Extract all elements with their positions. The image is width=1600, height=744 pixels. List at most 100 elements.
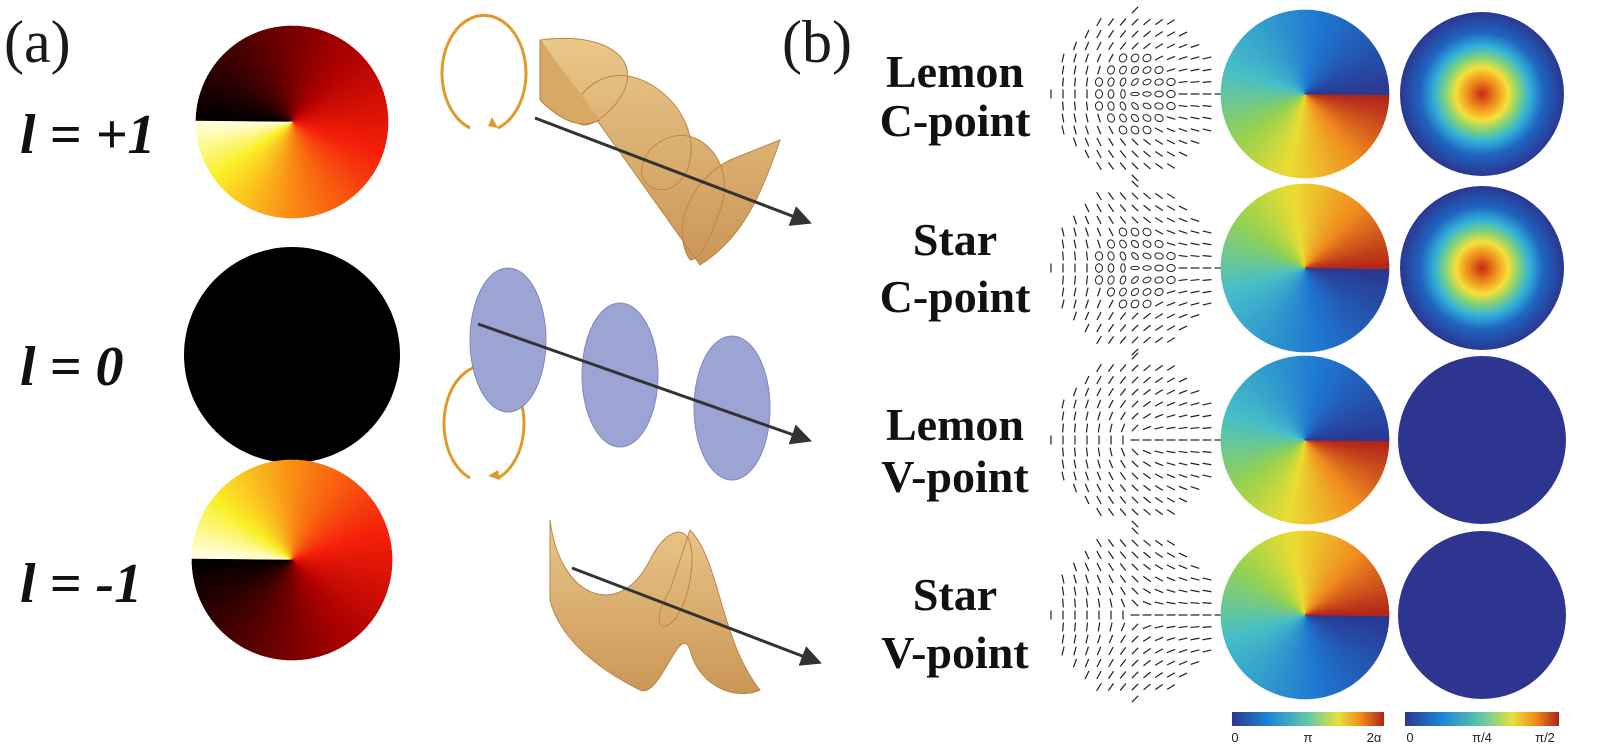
polarization-glyph xyxy=(1073,459,1077,469)
polarization-glyph xyxy=(1108,471,1114,481)
polarization-glyph xyxy=(1085,227,1089,237)
polarization-glyph xyxy=(1166,127,1176,133)
polarization-glyph xyxy=(1143,376,1151,384)
polarization-glyph xyxy=(1142,125,1152,135)
polarization-glyph xyxy=(1143,312,1151,320)
polarization-glyph xyxy=(1073,113,1077,123)
polarization-glyph xyxy=(1131,192,1139,200)
polarization-glyph xyxy=(1178,242,1188,246)
polarization-glyph xyxy=(1190,116,1200,120)
polarization-glyph xyxy=(1202,105,1212,107)
polarization-glyph xyxy=(1166,264,1176,272)
polarization-glyph xyxy=(1131,623,1139,631)
polarization-glyph xyxy=(1131,252,1139,260)
polarization-glyph xyxy=(1131,204,1139,212)
polarization-field-row-3 xyxy=(1050,352,1224,528)
polarization-glyph xyxy=(1097,598,1101,608)
polarization-glyph xyxy=(1178,577,1188,581)
polarization-glyph xyxy=(1072,137,1078,147)
polarization-glyph xyxy=(1096,125,1102,135)
polarization-glyph xyxy=(1166,625,1176,629)
polarization-glyph xyxy=(1073,275,1077,285)
polarization-glyph xyxy=(1178,302,1188,306)
polarization-glyph xyxy=(1131,551,1139,559)
polarization-glyph xyxy=(1120,586,1126,596)
polarization-glyph xyxy=(1085,423,1089,433)
phase-disks-column xyxy=(1220,9,1390,700)
polarization-glyph xyxy=(1119,496,1127,504)
polarization-glyph xyxy=(1120,89,1126,99)
polarization-glyph xyxy=(1109,447,1113,457)
polarization-glyph xyxy=(1085,125,1089,135)
polarization-glyph xyxy=(1142,461,1152,467)
polarization-glyph xyxy=(1166,337,1176,343)
polarization-glyph xyxy=(1166,564,1176,570)
polarization-glyph xyxy=(1120,634,1126,644)
polarization-glyph xyxy=(1073,251,1077,261)
polarization-glyph xyxy=(1178,68,1188,72)
polarization-glyph xyxy=(1178,389,1188,395)
polarization-glyph xyxy=(1166,275,1176,285)
polarization-glyph xyxy=(1119,683,1127,691)
polarization-glyph xyxy=(1107,682,1115,692)
polarization-glyph xyxy=(1190,43,1200,49)
polarization-glyph xyxy=(1109,622,1113,632)
polarization-glyph xyxy=(1097,239,1101,249)
polarization-glyph xyxy=(1202,255,1212,257)
polarization-glyph xyxy=(1130,287,1140,297)
polarization-glyph xyxy=(1085,622,1089,632)
polarization-fields xyxy=(1050,6,1224,703)
polarization-glyph xyxy=(1119,399,1127,409)
polarization-glyph xyxy=(1119,574,1127,584)
polarization-glyph xyxy=(1154,389,1164,395)
polarization-glyph xyxy=(1142,66,1152,74)
polarization-glyph xyxy=(1202,649,1212,653)
polarization-glyph xyxy=(1084,311,1090,321)
helical-wavefront-l-plus-one xyxy=(534,38,812,266)
polarization-glyph xyxy=(1061,471,1065,481)
polarization-glyph xyxy=(1108,215,1114,225)
polarization-glyph xyxy=(1143,216,1151,224)
polarization-glyph xyxy=(1119,551,1127,559)
polarization-glyph xyxy=(1190,485,1200,491)
polarization-glyph xyxy=(1097,622,1101,632)
polarization-glyph xyxy=(1072,311,1078,321)
phase-disk-row-4 xyxy=(1220,530,1390,700)
polarization-glyph xyxy=(1131,647,1139,655)
polarization-glyph xyxy=(1178,450,1188,454)
polarization-glyph xyxy=(1178,552,1188,558)
polarization-glyph xyxy=(1119,508,1127,516)
polarization-glyph xyxy=(1142,102,1152,110)
phase-tick-2pi: 2α xyxy=(1367,730,1382,744)
polarization-field-row-2 xyxy=(1050,180,1224,356)
polarization-glyph xyxy=(1131,424,1139,432)
polarization-glyph xyxy=(1190,649,1200,653)
polarization-glyph xyxy=(1143,364,1151,372)
polarization-glyph xyxy=(1119,101,1127,111)
polarization-glyph xyxy=(1131,460,1139,468)
polarization-glyph xyxy=(1084,562,1090,572)
polarization-glyph xyxy=(1073,399,1077,409)
polarization-glyph xyxy=(1178,56,1188,60)
polarization-glyph xyxy=(1073,65,1077,75)
polarization-glyph xyxy=(1154,139,1164,145)
polarization-glyph xyxy=(1096,29,1102,39)
polarization-glyph xyxy=(1143,671,1151,679)
polarization-glyph xyxy=(1084,29,1090,39)
polarization-glyph xyxy=(1131,150,1139,158)
polarization-glyph xyxy=(1130,125,1140,135)
polarization-glyph xyxy=(1131,42,1139,50)
polarization-glyph xyxy=(1166,684,1176,690)
polarization-glyph xyxy=(1154,539,1164,547)
polarization-glyph xyxy=(1095,89,1103,99)
polarization-glyph xyxy=(1061,411,1065,421)
polarization-glyph xyxy=(1202,302,1212,306)
polarization-glyph xyxy=(1107,375,1115,385)
polarization-glyph xyxy=(1130,227,1140,237)
polarization-glyph xyxy=(1202,626,1212,628)
polarization-glyph xyxy=(1085,471,1089,481)
polarization-glyph xyxy=(1096,53,1102,63)
polarization-glyph xyxy=(1154,30,1164,38)
polarization-glyph xyxy=(1178,313,1188,319)
